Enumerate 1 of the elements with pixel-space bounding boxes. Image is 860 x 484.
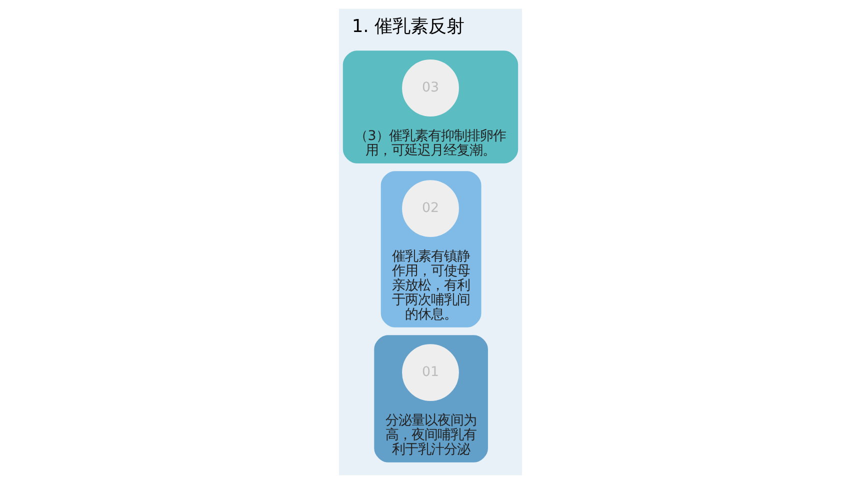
diagram-title: 1. 催乳素反射 [351,16,464,37]
